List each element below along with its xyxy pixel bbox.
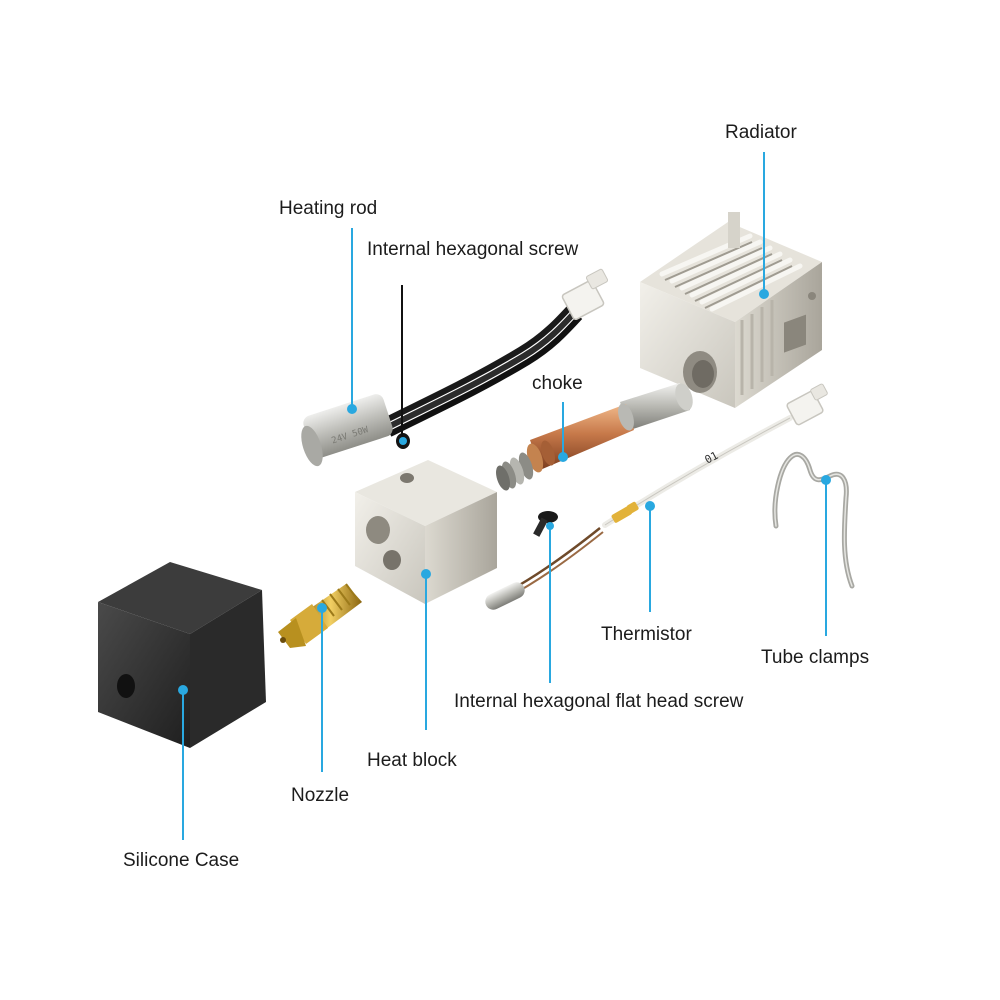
label-radiator: Radiator <box>725 122 797 143</box>
leader-dot-radiator <box>759 289 769 299</box>
heating-rod-part: 24V 50W <box>301 268 609 467</box>
leader-dot-flat-head-screw <box>546 522 554 530</box>
label-heat-block: Heat block <box>367 750 457 771</box>
leader-dot-tube-clamps <box>821 475 831 485</box>
tube-clamps-part <box>772 452 855 589</box>
leader-dot-heat-block <box>421 569 431 579</box>
leader-dot-thermistor <box>645 501 655 511</box>
leader-dot-silicone-case <box>178 685 188 695</box>
leader-dot-nozzle <box>317 603 327 613</box>
label-heating-rod: Heating rod <box>279 198 378 219</box>
choke-part <box>496 383 693 491</box>
leader-lines <box>178 152 831 840</box>
label-choke: choke <box>532 373 583 394</box>
leader-dot-internal-hex-screw <box>399 437 407 445</box>
label-internal-hex-screw: Internal hexagonal screw <box>367 239 579 260</box>
leader-dot-choke <box>558 452 568 462</box>
nozzle-part <box>278 583 362 648</box>
label-flat-head-screw: Internal hexagonal flat head screw <box>454 691 744 712</box>
label-silicone-case: Silicone Case <box>123 850 240 871</box>
label-nozzle: Nozzle <box>291 785 350 806</box>
silicone-case-part <box>98 562 266 748</box>
heat-block-part <box>355 460 497 604</box>
flat-head-screw-part <box>533 511 558 537</box>
radiator-part <box>640 212 822 408</box>
thermistor-part: 01 <box>485 383 828 610</box>
thermistor-marking: 01 <box>703 449 721 467</box>
leader-dot-heating-rod <box>347 404 357 414</box>
label-tube-clamps: Tube clamps <box>761 647 870 668</box>
label-thermistor: Thermistor <box>601 624 692 645</box>
